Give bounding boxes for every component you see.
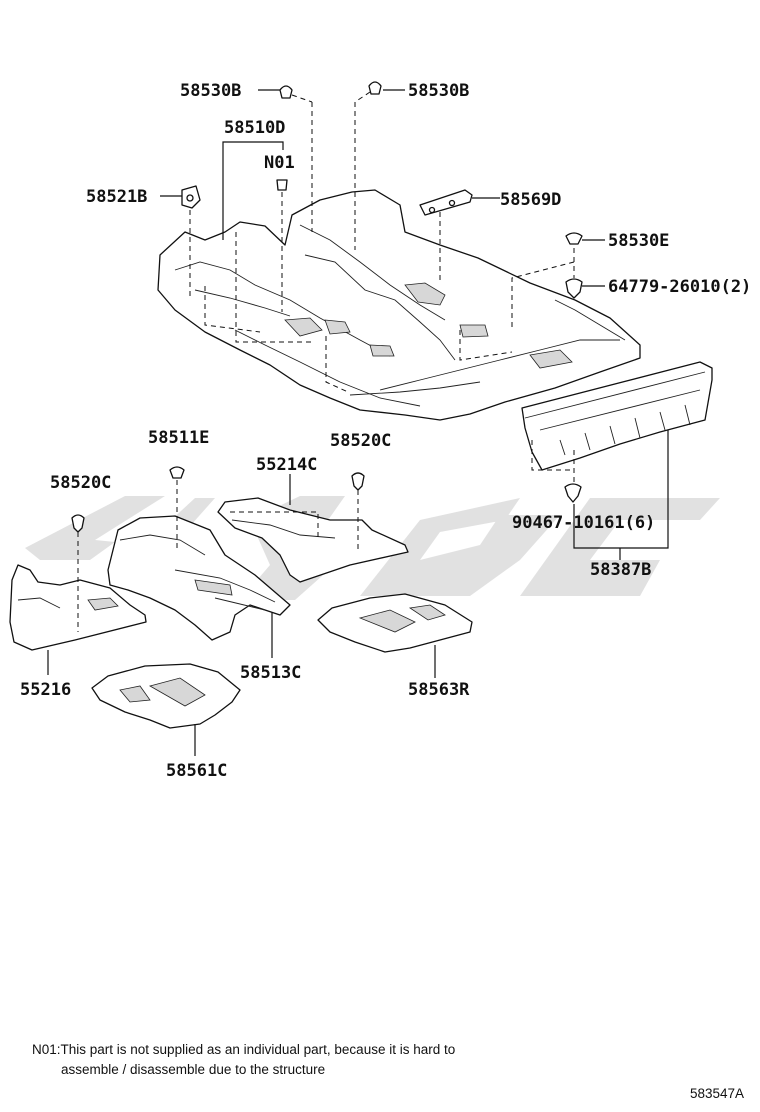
label-58530B-right: 58530B xyxy=(408,81,469,101)
leader-lines xyxy=(47,89,669,756)
rear-panel-58387B xyxy=(521,361,713,471)
clip-58511E xyxy=(169,466,185,479)
footnote-line-2: assemble / disassemble due to the struct… xyxy=(61,1062,326,1077)
label-58563R: 58563R xyxy=(408,680,470,700)
label-58530E: 58530E xyxy=(608,231,669,251)
diagram-code: 583547A xyxy=(689,1086,744,1101)
clip-58530B-left xyxy=(279,85,293,99)
label-58387B: 58387B xyxy=(590,560,651,580)
mat-58563R xyxy=(317,593,473,653)
label-58511E: 58511E xyxy=(148,428,209,448)
clip-90467 xyxy=(564,483,582,503)
label-58520C-mid: 58520C xyxy=(330,431,391,451)
footnote-line-1: N01:This part is not supplied as an indi… xyxy=(32,1042,456,1057)
clip-58530B-right xyxy=(368,81,382,95)
clip-N01 xyxy=(276,179,288,191)
label-55214C: 55214C xyxy=(256,455,317,475)
label-58510D: 58510D xyxy=(224,118,285,138)
label-58521B: 58521B xyxy=(86,187,147,207)
label-58513C: 58513C xyxy=(240,663,301,683)
mat-58561C xyxy=(91,663,241,729)
label-64779: 64779-26010(2) xyxy=(608,277,751,297)
bracket-58569D xyxy=(419,189,473,216)
label-90467: 90467-10161(6) xyxy=(512,513,655,533)
bracket-58521B xyxy=(181,185,201,209)
label-58569D: 58569D xyxy=(500,190,561,210)
label-58520C-left: 58520C xyxy=(50,473,111,493)
clip-64779 xyxy=(565,278,583,299)
clip-58520C-left xyxy=(71,514,85,533)
label-58561C: 58561C xyxy=(166,761,227,781)
label-N01: N01 xyxy=(264,153,295,173)
console-cover-58513C xyxy=(107,515,291,641)
footnote: N01:This part is not supplied as an indi… xyxy=(32,1040,552,1080)
label-55216: 55216 xyxy=(20,680,71,700)
floor-carpet-58510D xyxy=(157,189,641,421)
clip-58520C-mid xyxy=(351,472,365,491)
clip-58530E xyxy=(565,232,583,245)
label-58530B-left: 58530B xyxy=(180,81,241,101)
